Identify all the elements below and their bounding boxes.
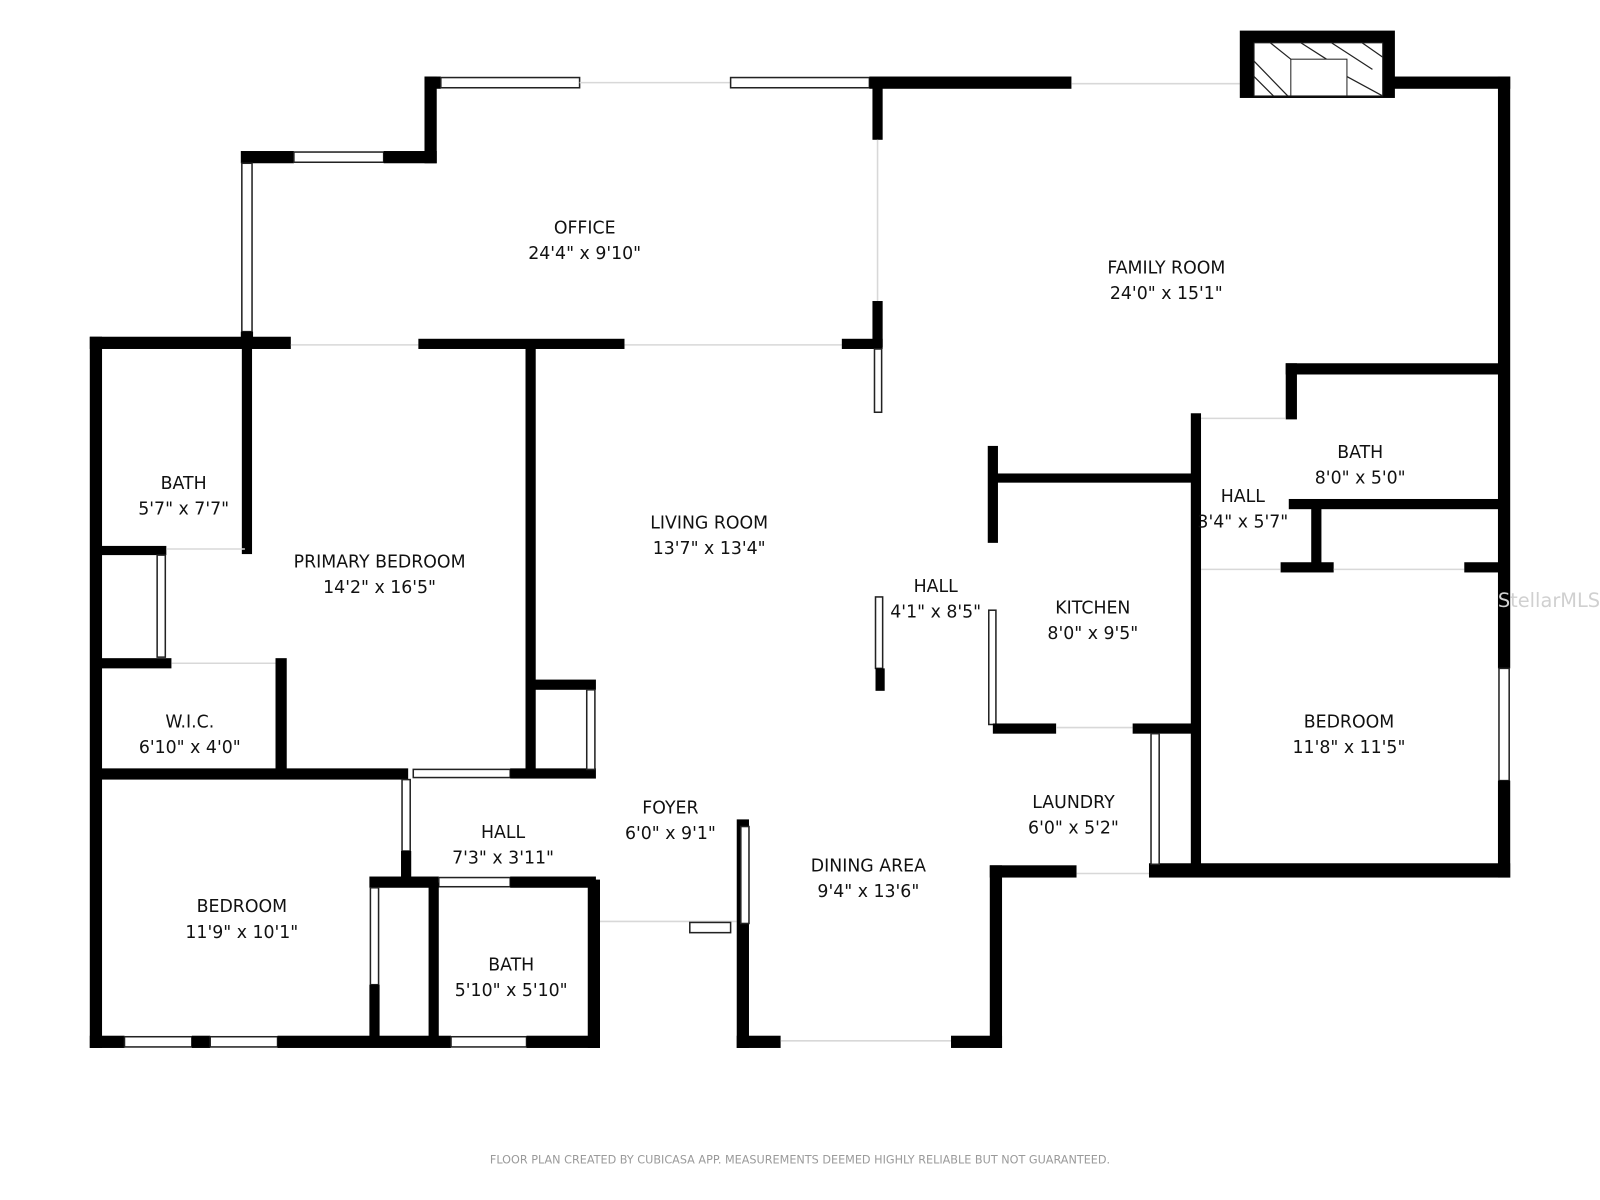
svg-text:6'0" x 9'1": 6'0" x 9'1" [625,824,716,844]
room-bedroom-right: BEDROOM 11'8" x 11'5" [1293,713,1406,759]
window [440,76,581,89]
svg-text:5'10" x 5'10": 5'10" x 5'10" [455,981,568,1001]
window [123,1035,193,1048]
svg-text:W.I.C.: W.I.C. [165,713,214,733]
svg-text:DINING AREA: DINING AREA [811,856,926,876]
svg-text:OFFICE: OFFICE [554,219,616,239]
room-foyer: FOYER 6'0" x 9'1" [625,798,716,844]
room-hall-right: HALL 3'4" x 5'7" [1197,487,1288,533]
svg-text:HALL: HALL [914,577,959,597]
svg-text:8'0" x 9'5": 8'0" x 9'5" [1047,624,1138,644]
svg-text:8'0" x 5'0": 8'0" x 5'0" [1315,469,1406,489]
room-primary-bedroom: PRIMARY BEDROOM 14'2" x 16'5" [294,552,466,598]
svg-text:LAUNDRY: LAUNDRY [1032,793,1115,813]
room-wic: W.I.C. 6'10" x 4'0" [139,713,241,759]
room-office: OFFICE 24'4" x 9'10" [528,219,641,265]
room-dining-area: DINING AREA 9'4" x 13'6" [811,856,926,902]
room-laundry: LAUNDRY 6'0" x 5'2" [1028,793,1119,839]
window [293,151,385,164]
watermark: StellarMLS [1498,589,1600,612]
window [1498,667,1510,782]
svg-text:7'3" x 3'11": 7'3" x 3'11" [452,848,554,868]
svg-text:LIVING ROOM: LIVING ROOM [650,514,768,534]
room-hall-left: HALL 7'3" x 3'11" [452,823,554,869]
svg-text:BATH: BATH [161,474,207,494]
svg-text:PRIMARY BEDROOM: PRIMARY BEDROOM [294,552,466,572]
window [241,162,253,333]
svg-text:11'8" x 11'5": 11'8" x 11'5" [1293,738,1406,758]
svg-text:4'1" x 8'5": 4'1" x 8'5" [890,602,981,622]
svg-text:13'7" x 13'4": 13'7" x 13'4" [653,539,766,559]
svg-text:HALL: HALL [1221,487,1266,507]
svg-text:FAMILY ROOM: FAMILY ROOM [1107,258,1225,278]
svg-text:BATH: BATH [488,955,534,975]
room-primary-bath: BATH 5'7" x 7'7" [138,474,229,520]
room-family-room: FAMILY ROOM 24'0" x 15'1" [1107,258,1225,304]
window [209,1035,279,1048]
svg-text:9'4" x 13'6": 9'4" x 13'6" [817,882,919,902]
room-kitchen: KITCHEN 8'0" x 9'5" [1047,598,1138,644]
svg-text:6'10" x 4'0": 6'10" x 4'0" [139,738,241,758]
svg-text:BATH: BATH [1337,443,1383,463]
fireplace [1239,30,1395,98]
room-hall-center: HALL 4'1" x 8'5" [890,577,981,623]
room-bath-left: BATH 5'10" x 5'10" [455,955,568,1001]
window [729,76,871,89]
svg-text:KITCHEN: KITCHEN [1055,598,1130,618]
svg-text:BEDROOM: BEDROOM [1304,713,1394,733]
svg-text:6'0" x 5'2": 6'0" x 5'2" [1028,819,1119,839]
svg-text:5'7" x 7'7": 5'7" x 7'7" [138,499,229,519]
room-living-room: LIVING ROOM 13'7" x 13'4" [650,514,768,560]
footer-disclaimer: FLOOR PLAN CREATED BY CUBICASA APP. MEAS… [490,1153,1110,1166]
window [450,1035,528,1048]
svg-text:HALL: HALL [481,823,526,843]
room-labels: OFFICE 24'4" x 9'10" FAMILY ROOM 24'0" x 1… [138,219,1405,1001]
svg-text:3'4" x 5'7": 3'4" x 5'7" [1197,513,1288,533]
svg-text:14'2" x 16'5": 14'2" x 16'5" [323,578,436,598]
room-bedroom-left: BEDROOM 11'9" x 10'1" [185,897,298,943]
room-bath-right: BATH 8'0" x 5'0" [1315,443,1406,489]
walls [89,30,1511,1048]
svg-text:11'9" x 10'1": 11'9" x 10'1" [185,923,298,943]
svg-text:24'4" x 9'10": 24'4" x 9'10" [528,244,641,264]
svg-text:BEDROOM: BEDROOM [197,897,287,917]
svg-text:FOYER: FOYER [642,798,698,818]
svg-text:24'0" x 15'1": 24'0" x 15'1" [1110,284,1223,304]
